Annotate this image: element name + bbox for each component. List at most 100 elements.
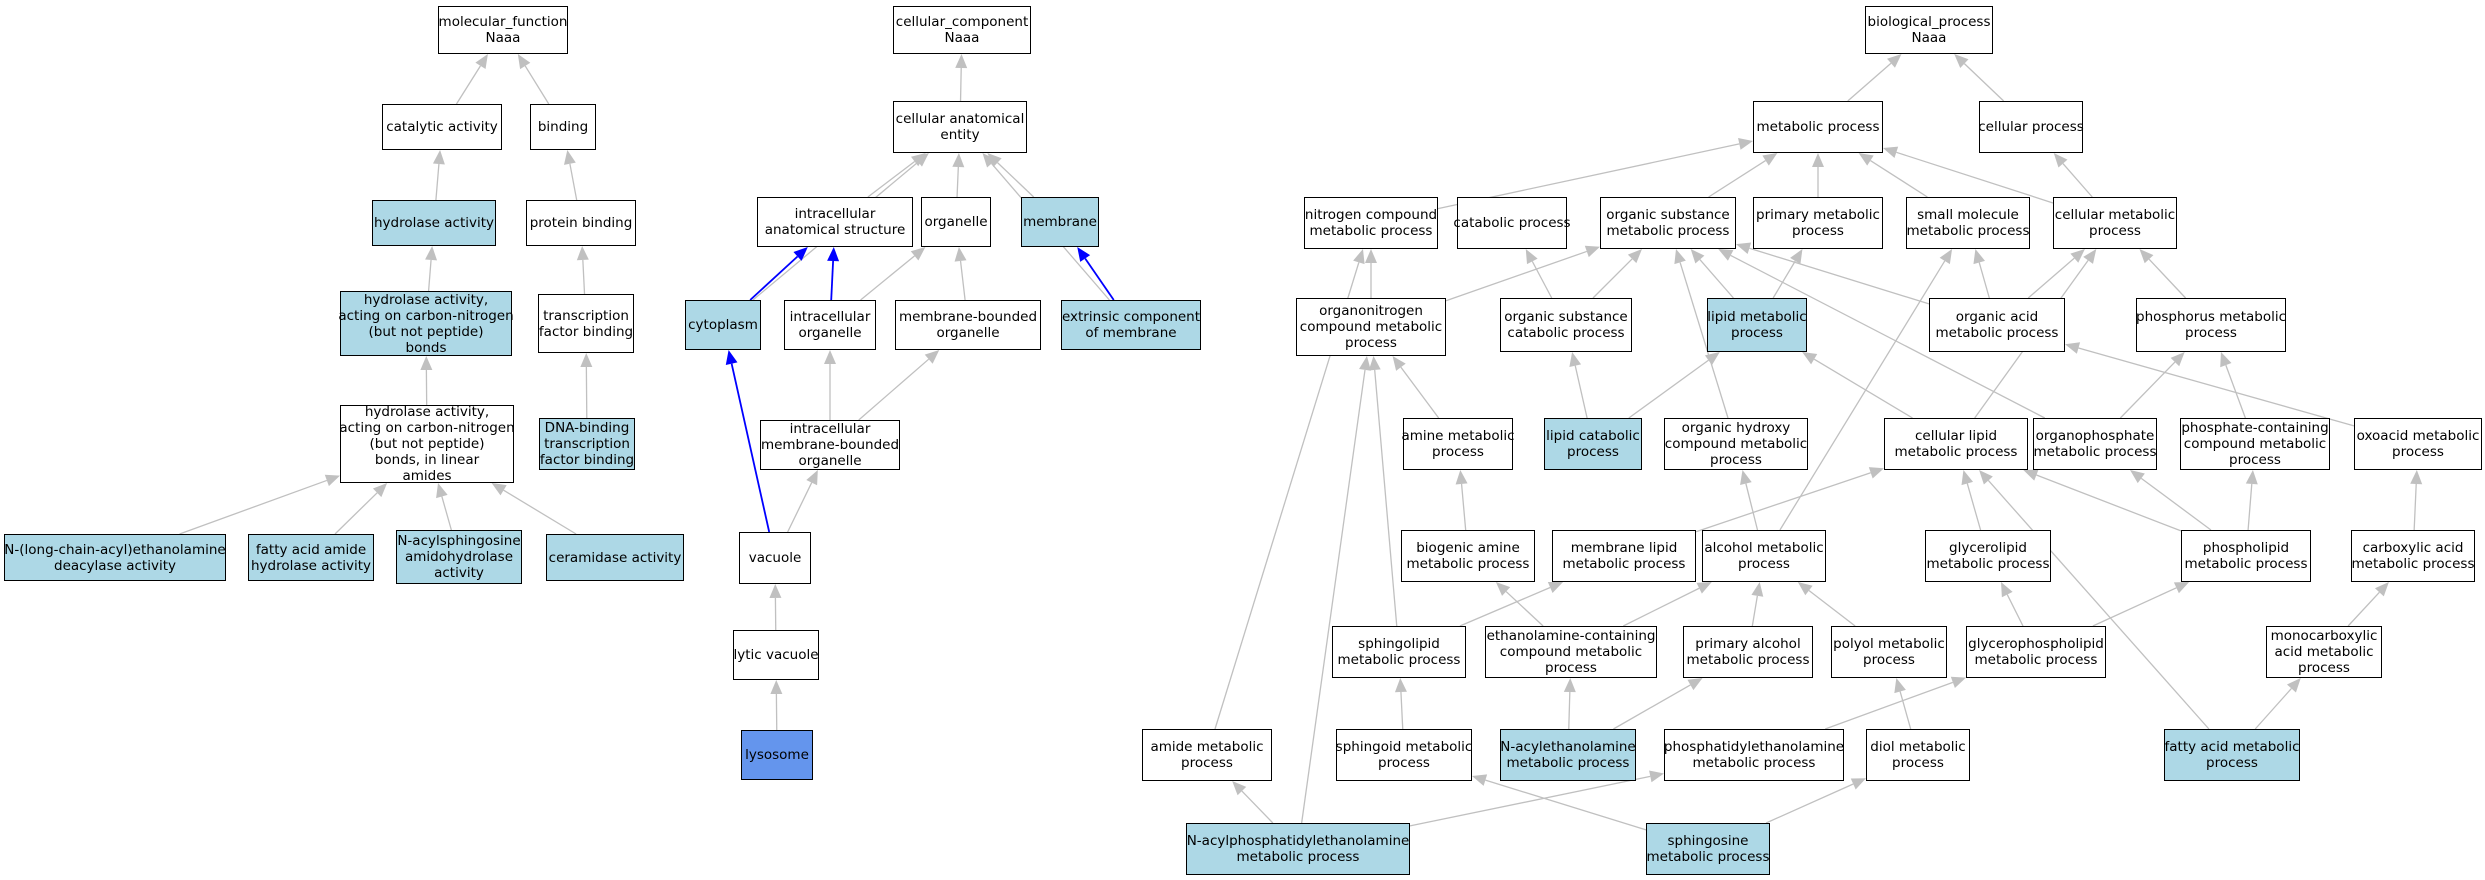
node-label-line: compound metabolic — [1299, 319, 1443, 335]
node-label-line: organelle — [798, 325, 862, 341]
arrowhead-cmp-to-metabolic — [1883, 146, 1899, 159]
edge-lmp-to-primary — [1772, 260, 1796, 299]
node-label-line: glycerophospholipid — [1968, 636, 2104, 652]
arrowhead-fatty_amide-to-hydrolase_linear — [372, 483, 388, 498]
edge-vacuole-to-imbo — [787, 482, 813, 533]
node-label-line: membrane lipid — [1570, 540, 1678, 556]
node-label-line: transcription — [544, 436, 630, 452]
node-label-line: metabolic process — [1906, 223, 2030, 239]
node-label-line: process — [1567, 444, 1619, 460]
edge-famp-to-clmp — [1987, 480, 2210, 730]
edge-oncmp-to-osmp — [1445, 250, 1588, 302]
node-label-line: compound metabolic — [1499, 644, 1643, 660]
node-label-line: sphingosine — [1667, 833, 1749, 849]
node-label-line: phosphatidylethanolamine — [1663, 739, 1845, 755]
node-label-line: lipid catabolic — [1546, 428, 1640, 444]
node-label-line: polyol metabolic — [1833, 636, 1945, 652]
arrowhead-oncmp-to-osmp — [1584, 245, 1600, 258]
node-label-line: compound metabolic — [2183, 436, 2327, 452]
node-binding: binding — [530, 104, 596, 150]
arrowhead-nacyl_deacylase-to-hydrolase_linear — [324, 474, 340, 487]
edge-cmp-to-metabolic — [1896, 151, 2054, 204]
node-label-line: catabolic process — [1453, 215, 1571, 231]
node-label-line: metabolic process — [1337, 652, 1461, 668]
arrowhead-smmp-to-metabolic — [1858, 153, 1874, 166]
arrowhead-napemp-to-pemp — [1649, 770, 1664, 783]
node-label-line: binding — [537, 119, 589, 135]
edge-membrane-to-cae — [997, 162, 1035, 198]
edge-oamp-to-osmp — [1749, 247, 1930, 305]
node-label-line: alcohol metabolic — [1704, 540, 1824, 556]
node-label-line: process — [1378, 755, 1430, 771]
node-label-line: amides — [402, 468, 452, 484]
node-label-line: organelle — [798, 453, 862, 469]
node-label-line: process — [2206, 755, 2258, 771]
node-label-line: primary metabolic — [1756, 207, 1880, 223]
node-label-line: (but not peptide) — [368, 323, 484, 340]
arrowhead-mcamp-to-camp — [2374, 582, 2389, 597]
node-label-line: membrane-bounded — [898, 309, 1038, 325]
node-hydrolase-cn: hydrolase activity,acting on carbon-nitr… — [338, 291, 514, 356]
node-label-line: metabolic process — [1926, 556, 2050, 572]
edge-imbo-to-mbo — [858, 358, 930, 421]
arrowhead-organelle-to-cae — [952, 153, 965, 168]
arrowhead-protein_binding-to-binding — [563, 150, 576, 165]
arrowhead-binding-to-mf — [517, 54, 531, 70]
edge-sgmp-to-splmp — [1400, 691, 1404, 730]
arrowhead-vacuole-to-cytoplasm — [725, 350, 738, 365]
node-label-line: N-(long-chain-acyl)ethanolamine — [4, 541, 226, 558]
edge-io-to-organelle — [860, 255, 915, 301]
arrowhead-splmp-to-oncmp — [1368, 356, 1381, 371]
node-label-line: ethanolamine-containing — [1486, 628, 1656, 644]
node-vacuole: vacuole — [739, 532, 811, 584]
arrowhead-eccmp-to-biogenic — [1495, 582, 1511, 596]
edge-naemp-to-pamp — [1613, 684, 1691, 730]
node-cytoplasm: cytoplasm — [685, 300, 761, 350]
node-label-line: catalytic activity — [386, 119, 498, 135]
node-label-line: metabolic process — [1562, 556, 1686, 572]
node-label-line: sphingoid metabolic — [1335, 739, 1473, 755]
edge-binding-to-mf — [524, 65, 550, 105]
edge-phmp-to-opmp — [2140, 477, 2212, 531]
node-hydrolase-linear: hydrolase activity,acting on carbon-nitr… — [339, 404, 514, 484]
node-label-line: metabolic process — [1309, 223, 1433, 239]
node-label-line: intracellular — [789, 309, 871, 325]
node-hydrolase: hydrolase activity — [372, 200, 496, 246]
arrowhead-metabolic-to-bp — [1887, 54, 1902, 68]
arrowhead-osmp-to-metabolic — [1762, 153, 1778, 166]
node-protein-binding: protein binding — [526, 200, 636, 246]
edge-nacyl_deacylase-to-hydrolase_linear — [179, 479, 328, 535]
node-label-line: organic hydroxy — [1681, 420, 1791, 436]
arrowhead-ecm-to-cae — [982, 153, 997, 168]
edge-mbo-to-organelle — [959, 260, 966, 301]
arrowhead-alcohol-to-smmp — [1939, 249, 1953, 265]
node-catabolic: catabolic process — [1453, 197, 1571, 249]
node-label-line: intracellular — [794, 206, 876, 222]
edge-opmp-to-osmp — [1730, 254, 2046, 419]
edge-napemp-to-amide — [1241, 790, 1274, 824]
arrowhead-dna_tf_binding-to-tf_binding — [580, 353, 593, 368]
arrowhead-famp-to-clmp — [1979, 470, 1993, 485]
node-label-line: bonds — [405, 339, 447, 356]
arrowhead-oamp-to-cmp — [2070, 249, 2085, 263]
arrowhead-ceramidase-to-hydrolase_linear — [491, 483, 507, 496]
arrowhead-hydrolase_cn-to-hydrolase — [425, 246, 438, 261]
edge-osmp-to-metabolic — [1708, 159, 1766, 198]
edge-lmp-to-osmp — [1699, 259, 1734, 299]
arrowhead-tf_binding-to-protein_binding — [576, 246, 589, 261]
node-label-line: transcription — [543, 307, 629, 324]
node-label-line: metabolic process — [1974, 652, 2098, 668]
arrowhead-oamp-to-osmp — [1736, 242, 1752, 254]
